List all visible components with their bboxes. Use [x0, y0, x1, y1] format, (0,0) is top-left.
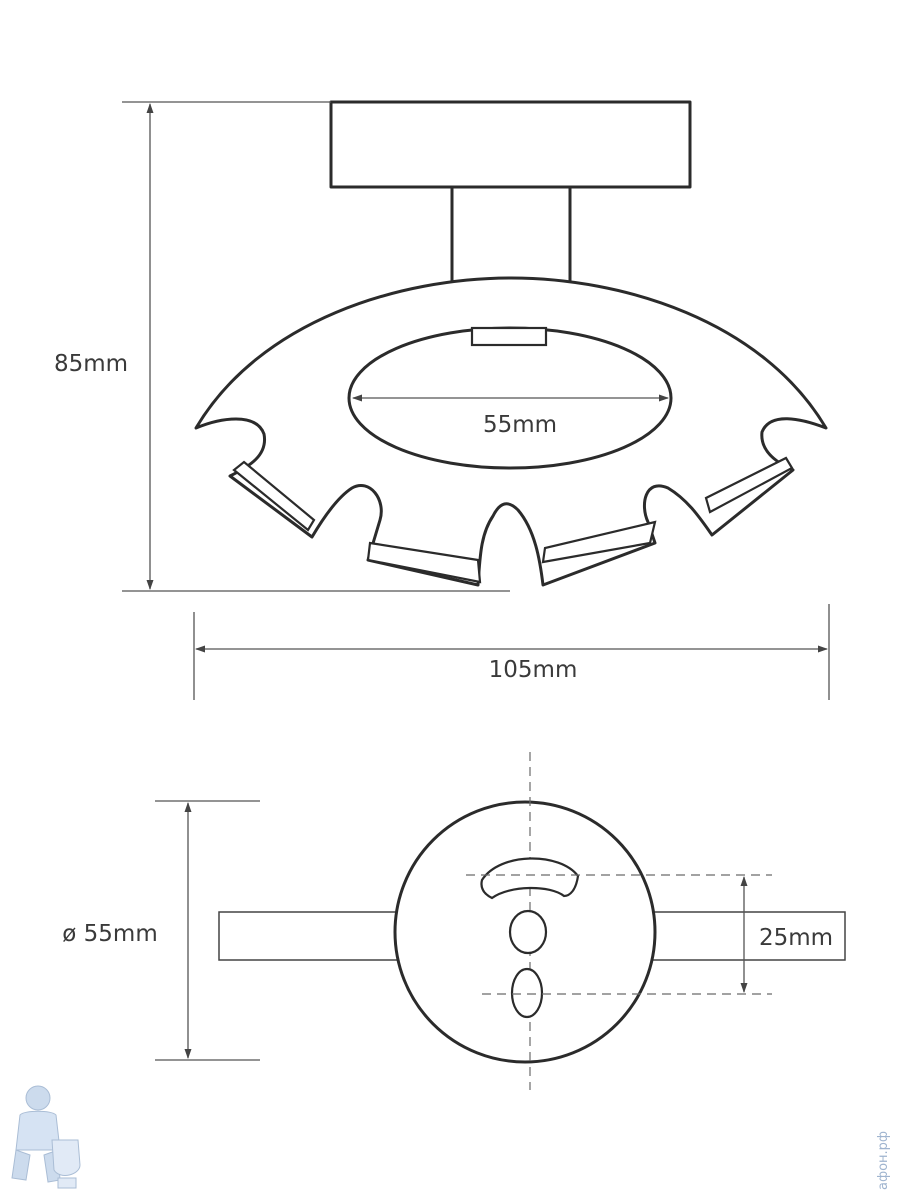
width-dimension-label: 105mm	[489, 657, 578, 683]
tooth-slot-4	[704, 456, 794, 514]
wall-plate	[329, 100, 692, 189]
keyhole-slot	[480, 857, 580, 900]
inner-tab	[470, 326, 548, 347]
height-dimension-label: 85mm	[54, 351, 128, 377]
front-view: 55mm 85mm 105mm	[54, 100, 830, 700]
tooth-slot-3	[541, 520, 657, 564]
tooth-slot-1	[232, 460, 316, 532]
watermark-text: афон.рф	[876, 1131, 891, 1190]
top-view: 25mm ø 55mm	[62, 752, 846, 1090]
bottom-hole	[510, 967, 544, 1019]
mounting-neck	[450, 185, 572, 285]
inner-dimension-label: 55mm	[483, 412, 557, 438]
tooth-slot-2	[366, 541, 482, 584]
watermark-logo	[11, 1085, 81, 1189]
hole-spacing-label: 25mm	[759, 925, 833, 951]
diameter-label: ø 55mm	[62, 921, 157, 947]
center-hole	[508, 909, 548, 955]
left-arm	[218, 911, 410, 961]
